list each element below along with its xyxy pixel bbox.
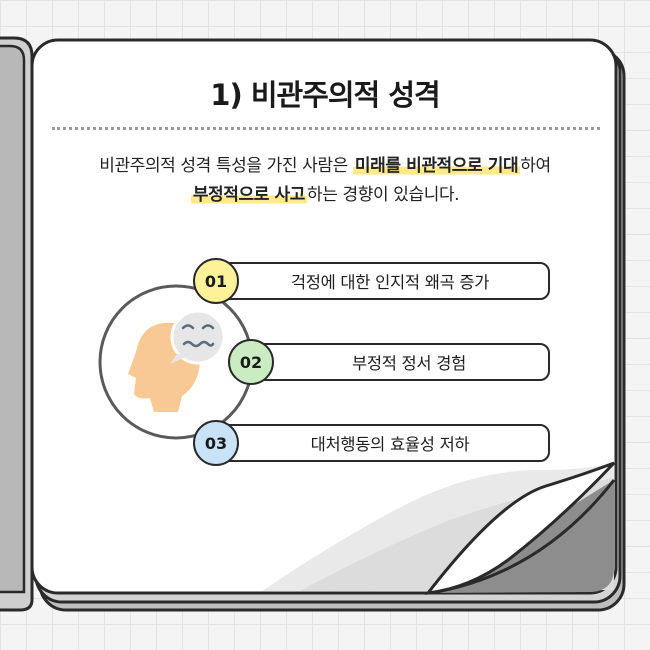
page-curl xyxy=(424,461,616,595)
intro-highlight-2: 부정적으로 사고 xyxy=(190,185,308,205)
number-badge: 02 xyxy=(228,339,274,385)
dotted-divider xyxy=(52,127,600,130)
list-item-label: 걱정에 대한 인지적 왜곡 증가 xyxy=(290,273,490,292)
list-item-label: 대처행동의 효율성 저하 xyxy=(310,435,470,454)
intro-text: 하는 경향이 있습니다. xyxy=(307,185,460,205)
number-badge: 03 xyxy=(193,420,239,466)
number-badge: 01 xyxy=(193,258,239,304)
list-item: 대처행동의 효율성 저하 xyxy=(212,424,550,462)
worried-face-bubble-icon xyxy=(170,309,226,365)
page-title: 1) 비관주의적 성격 xyxy=(210,78,440,112)
intro-highlight-1: 미래를 비관적으로 기대 xyxy=(352,156,521,176)
list-item: 걱정에 대한 인지적 왜곡 증가 xyxy=(212,262,550,300)
intro-text: 비관주의적 성격 특성을 가진 사람은 xyxy=(99,156,353,176)
list-item: 부정적 정서 경험 xyxy=(244,343,550,381)
list-item-label: 부정적 정서 경험 xyxy=(351,354,467,373)
intro-text: 하여 xyxy=(520,156,551,176)
left-page-stack xyxy=(0,36,34,612)
